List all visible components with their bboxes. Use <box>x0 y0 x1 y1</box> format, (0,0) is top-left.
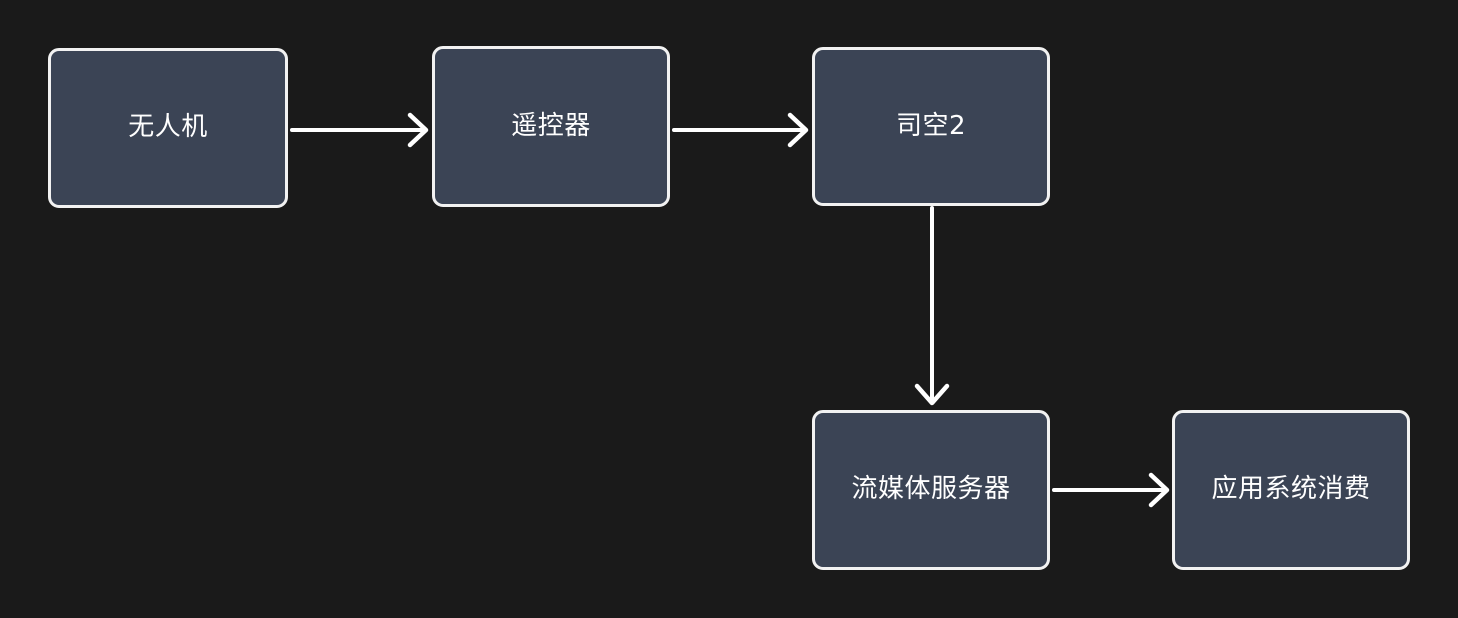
edge-media-server-to-app-consume <box>1052 468 1174 512</box>
node-controller[interactable]: 遥控器 <box>432 46 670 207</box>
node-sikong2[interactable]: 司空2 <box>812 47 1050 206</box>
node-label-controller: 遥控器 <box>511 110 591 141</box>
node-label-drone: 无人机 <box>128 112 208 143</box>
edge-drone-to-controller <box>290 108 432 152</box>
node-label-sikong2: 司空2 <box>895 110 967 141</box>
edge-sikong2-to-media-server <box>908 206 956 408</box>
node-label-media-server: 流媒体服务器 <box>851 474 1011 505</box>
node-drone[interactable]: 无人机 <box>48 48 288 208</box>
node-app-consume[interactable]: 应用系统消费 <box>1172 410 1410 570</box>
node-label-app-consume: 应用系统消费 <box>1211 474 1371 505</box>
edge-controller-to-sikong2 <box>672 108 814 152</box>
node-media-server[interactable]: 流媒体服务器 <box>812 410 1050 570</box>
